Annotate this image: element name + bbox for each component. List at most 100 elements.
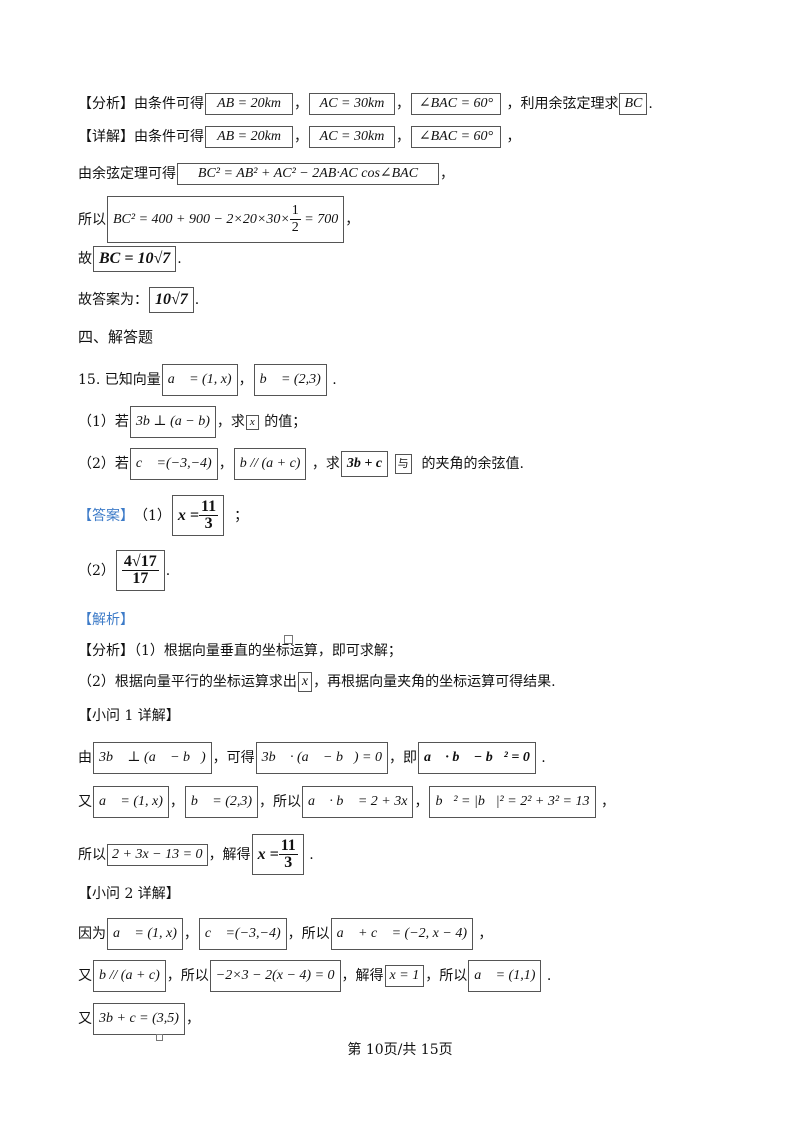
text: ，可得 [212, 750, 255, 766]
formula-a-plus-c: a⃗ + c⃗ = (−2, x − 4) [330, 918, 473, 950]
text: 【分析】由条件可得 [78, 96, 204, 112]
formula-vector-a-value: a⃗ = (1,1) [468, 960, 542, 992]
text: （2）根据向量平行的坐标运算求出 [78, 674, 297, 690]
fraction-numerator: 1 [289, 203, 301, 220]
fraction: 1 2 [289, 203, 301, 236]
text: . [542, 968, 552, 984]
line-sub2-step3: 又 3b + c = (3,5) ， [78, 1003, 200, 1035]
text: . [304, 846, 314, 863]
text: 故 [78, 251, 92, 267]
formula-part: x = [257, 845, 279, 863]
text: 所以 [78, 211, 106, 228]
text: 由 [78, 750, 92, 766]
text: 【分析】（1）根据向量垂直的坐标运算，即可求解； [78, 643, 402, 659]
line-sub1-step2: 又 a⃗ = (1, x) ， b⃗ = (2,3) ，所以 a⃗ · b⃗ =… [78, 786, 615, 818]
section-heading: 四、解答题 [78, 327, 153, 347]
line-result: 故 BC = 10√7 . [78, 246, 182, 272]
fraction-numerator: 4√17 [121, 553, 159, 571]
text: ， [345, 211, 360, 228]
formula-perpendicular: 3b⃗ ⊥ (a⃗ − b⃗) [93, 742, 212, 774]
formula-ac: AC = 30km [309, 126, 395, 148]
formula-bc-value: BC = 10√7 [93, 246, 177, 272]
text: ， [218, 456, 233, 472]
line-compute: 所以 BC² = 400 + 900 − 2×20×30× 1 2 = 700 … [78, 196, 359, 243]
formula-x: x [245, 414, 259, 430]
line-sub2-step2: 又 b // (a + c) ，所以 −2×3 − 2(x − 4) = 0 ，… [78, 960, 551, 992]
text: ， [238, 372, 253, 388]
line-analysis-1: 【分析】由条件可得 AB = 20km ， AC = 30km ， ∠BAC =… [78, 93, 653, 115]
subquestion-title: 【小问 2 详解】 [78, 886, 180, 902]
text: （2）若 [78, 456, 129, 472]
formula-perpendicular: 3b ⊥ (a − b) [129, 406, 216, 438]
text: . [177, 251, 182, 267]
formula-vector-a: a⃗ = (1, x) [93, 786, 169, 818]
fraction: 11 3 [278, 837, 298, 871]
text: 15. 已知向量 [78, 372, 161, 388]
fraction: 4√17 17 [121, 553, 159, 587]
fraction-numerator: 11 [278, 837, 298, 855]
formula-part: = 700 [300, 211, 339, 227]
formula-cosine-law: BC² = AB² + AC² − 2AB·AC cos∠BAC [177, 163, 439, 185]
line-sub1-step3: 所以 2 + 3x − 13 = 0 ，解得 x = 11 3 . [78, 834, 314, 875]
line-detail-1: 【详解】由条件可得 AB = 20km ， AC = 30km ， ∠BAC =… [78, 126, 520, 148]
formula-parallel: b // (a + c) [93, 960, 166, 992]
placeholder-mark [156, 1034, 163, 1041]
text: 【详解】由条件可得 [78, 129, 204, 145]
formula-compute: BC² = 400 + 900 − 2×20×30× 1 2 = 700 [107, 196, 345, 243]
fraction-numerator: 11 [199, 498, 219, 516]
text: ， [294, 96, 308, 112]
formula-vector-a: a⃗ = (1, x) [107, 918, 183, 950]
text: ， [440, 166, 454, 182]
formula-x-one: x = 1 [384, 965, 425, 987]
page-footer: 第 10页/共 15页 [347, 1042, 453, 1058]
text: ，求 [307, 456, 340, 472]
text: ，再根据向量夹角的坐标运算可得结果. [313, 674, 556, 690]
formula-parallel: b // (a + c) [233, 448, 307, 480]
fraction-denominator: 17 [132, 570, 149, 587]
formula-angle: ∠BAC = 60° [411, 93, 501, 115]
problem-15-part-2: （2）若 c⃗ =(−3,−4) ， b // (a + c) ，求 3b + … [78, 448, 524, 480]
line-cosine-law: 由余弦定理可得 BC² = AB² + AC² − 2AB·AC cos∠BAC… [78, 163, 454, 185]
formula-vector-a: a⃗ = (1, x) [161, 364, 238, 396]
line-sub1-step1: 由 3b⃗ ⊥ (a⃗ − b⃗) ，可得 3b⃗ · (a⃗ − b⃗) = … [78, 742, 546, 774]
subquestion-title: 【小问 1 详解】 [78, 708, 180, 724]
text: ，所以 [425, 968, 468, 984]
formula-equation: 2 + 3x − 13 = 0 [107, 843, 208, 866]
text: ， [185, 1011, 200, 1027]
formula-part: x = [177, 506, 200, 524]
formula-parallel-equation: −2×3 − 2(x − 4) = 0 [209, 960, 341, 992]
text: 的值； [259, 414, 307, 430]
text: ， [414, 794, 429, 810]
text: ， [502, 129, 521, 145]
text: （1） [134, 507, 171, 524]
problem-15: 15. 已知向量 a⃗ = (1, x) ， b⃗ = (2,3) . [78, 364, 337, 396]
formula-with: 与 [394, 454, 412, 474]
fraction: 11 3 [199, 498, 219, 532]
line-answer: 故答案为： 10√7 . [78, 287, 199, 313]
answer-part-2: （2） 4√17 17 . [78, 550, 170, 591]
text: 又 [78, 794, 92, 810]
text: 又 [78, 968, 92, 984]
formula-x: x [297, 672, 313, 692]
formula-x-solution: x = 11 3 [251, 834, 304, 875]
text: 故答案为： [78, 292, 148, 308]
formula-b-square: b⃗² = |b⃗|² = 2² + 3² = 13 [429, 786, 596, 818]
text: . [194, 292, 200, 308]
text: （1）若 [78, 414, 129, 430]
text: ，所以 [166, 968, 209, 984]
formula-dot-minus-square: a⃗ · b⃗ − b⃗² = 0 [418, 742, 536, 774]
analysis-tag-line: 【解析】 [78, 610, 134, 630]
text: . [327, 372, 337, 388]
text: . [165, 562, 171, 579]
text: ， [169, 794, 184, 810]
line-sub2-step1: 因为 a⃗ = (1, x) ， c⃗ =(−3,−4) ，所以 a⃗ + c⃗… [78, 918, 492, 950]
formula-dot-product: a⃗ · b⃗ = 2 + 3x [302, 786, 414, 818]
text: 所以 [78, 846, 106, 863]
text: （2） [78, 562, 115, 579]
formula-ab: AB = 20km [205, 126, 293, 148]
formula-dot-zero: 3b⃗ · (a⃗ − b⃗) = 0 [255, 742, 388, 774]
text: . [648, 96, 653, 112]
text: ， [396, 96, 410, 112]
text: ， [396, 129, 410, 145]
text: ，求 [216, 414, 245, 430]
